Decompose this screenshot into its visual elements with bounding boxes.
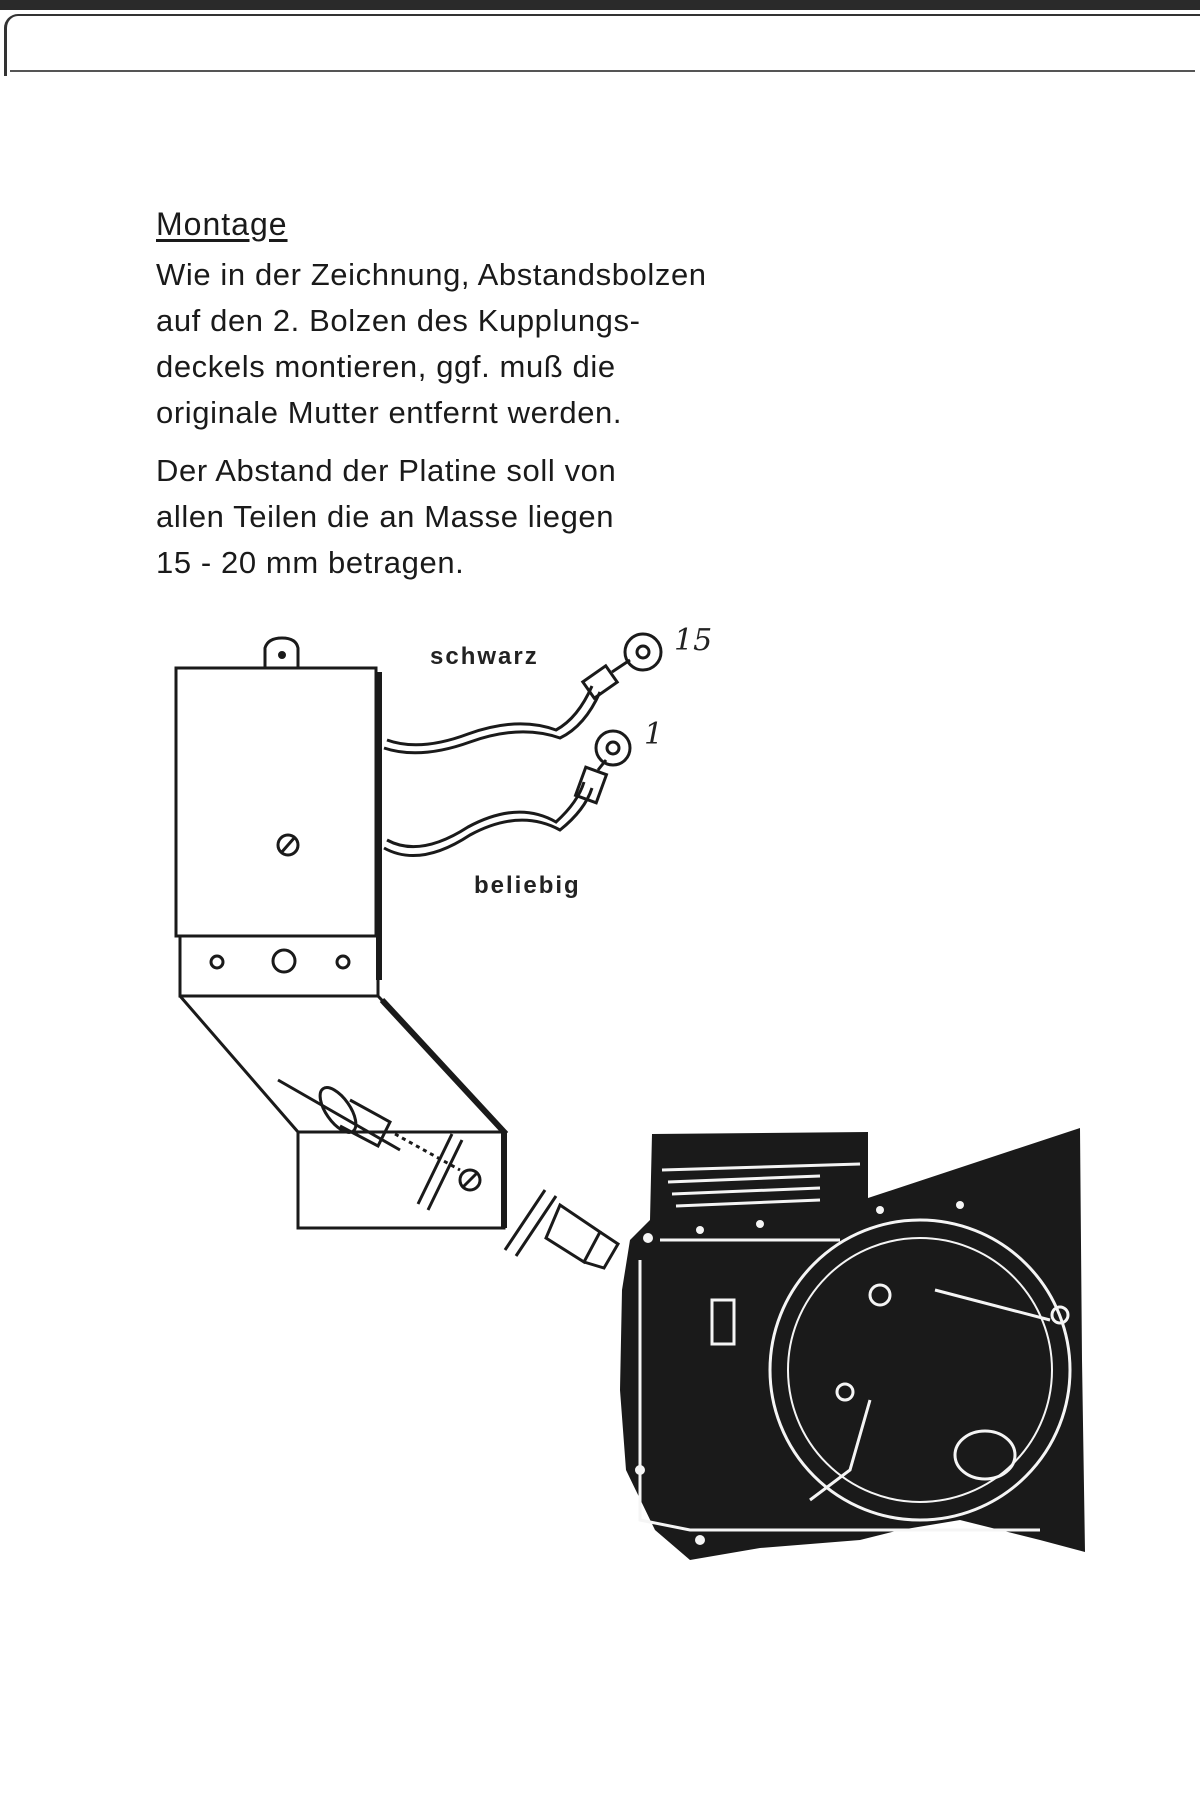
- header-rule: [10, 70, 1195, 72]
- spacer-bolt: [503, 1189, 558, 1257]
- label-terminal-15: 15: [674, 623, 712, 658]
- label-wire-any: beliebig: [474, 872, 581, 899]
- module-box: [174, 666, 378, 938]
- mounting-tab: [263, 636, 300, 668]
- paragraph-distance-note: Der Abstand der Platine soll von allen T…: [156, 448, 616, 586]
- text-line: auf den 2. Bolzen des Kupplungs-: [156, 303, 641, 338]
- text-line: originale Mutter entfernt werden.: [156, 395, 623, 430]
- paragraph-mounting-instructions: Wie in der Zeichnung, Abstandsbolzen auf…: [156, 252, 707, 436]
- screw-icon: [276, 833, 300, 857]
- section-heading: Montage: [156, 206, 288, 242]
- installation-diagram: schwarz 15 1 beliebig: [174, 623, 1085, 1560]
- sensor-head: [318, 1086, 358, 1134]
- text-line: Wie in der Zeichnung, Abstandsbolzen: [156, 257, 707, 292]
- bracket-arm: [178, 994, 507, 1134]
- bracket-plate: [178, 934, 380, 998]
- ring-terminal-1: [594, 729, 632, 767]
- bracket-foot: [296, 1130, 506, 1230]
- text-line: deckels montieren, ggf. muß die: [156, 349, 616, 384]
- scan-top-edge: [0, 0, 1200, 10]
- label-terminal-1: 1: [644, 717, 663, 752]
- wire-black: [383, 691, 602, 755]
- text-line: 15 - 20 mm betragen.: [156, 545, 465, 580]
- wire-any: [383, 787, 594, 858]
- label-wire-black: schwarz: [430, 643, 539, 670]
- ring-terminal-15: [623, 632, 663, 672]
- engine-clutch-cover-photo: [620, 1128, 1085, 1560]
- text-line: Der Abstand der Platine soll von: [156, 453, 617, 488]
- text-line: allen Teilen die an Masse liegen: [156, 499, 615, 534]
- paper-edge: [4, 14, 1200, 76]
